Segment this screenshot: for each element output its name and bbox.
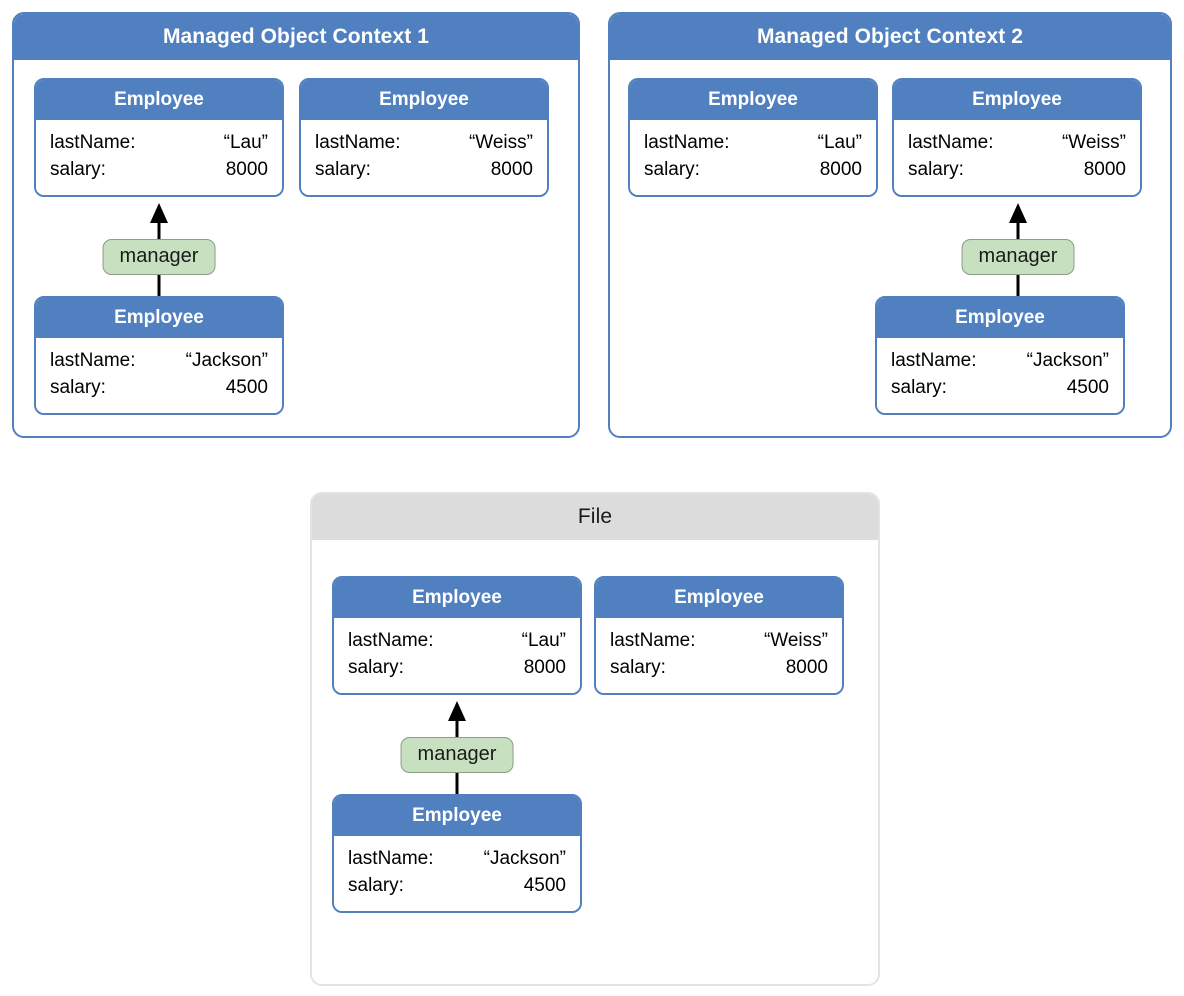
entity-card-title: Employee <box>36 80 282 120</box>
entity-card-body: lastName: “Jackson” salary: 4500 <box>334 836 580 911</box>
field-value-lastname: “Jackson” <box>1026 350 1109 371</box>
field-value-lastname: “Lau” <box>817 132 862 153</box>
field-row-lastname: lastName: “Weiss” <box>908 129 1126 156</box>
field-value-lastname: “Weiss” <box>468 132 533 153</box>
arrow-head-icon <box>448 701 466 721</box>
field-label-salary: salary: <box>610 657 666 678</box>
entity-card-title: Employee <box>36 298 282 338</box>
field-row-salary: salary: 8000 <box>644 156 862 183</box>
field-value-salary: 8000 <box>819 159 862 180</box>
entity-card-title: Employee <box>334 578 580 618</box>
entity-card-body: lastName: “Weiss” salary: 8000 <box>894 120 1140 195</box>
entity-card-body: lastName: “Weiss” salary: 8000 <box>301 120 547 195</box>
field-value-lastname: “Jackson” <box>483 848 566 869</box>
field-value-salary: 8000 <box>1083 159 1126 180</box>
entity-card-body: lastName: “Lau” salary: 8000 <box>36 120 282 195</box>
field-label-salary: salary: <box>348 875 404 896</box>
field-row-salary: salary: 8000 <box>908 156 1126 183</box>
panel-body: Employee lastName: “Lau” salary: 8000 Em… <box>312 540 878 984</box>
field-row-lastname: lastName: “Lau” <box>644 129 862 156</box>
field-value-lastname: “Jackson” <box>185 350 268 371</box>
field-value-salary: 8000 <box>490 159 533 180</box>
relationship-manager: manager <box>102 203 216 310</box>
relationship-manager: manager <box>961 203 1075 310</box>
panel-file: File Employee lastName: “Lau” salary: 80… <box>310 492 880 986</box>
field-row-salary: salary: 8000 <box>50 156 268 183</box>
arrow-head-icon <box>150 203 168 223</box>
entity-card-employee-jackson[interactable]: Employee lastName: “Jackson” salary: 450… <box>332 794 582 913</box>
entity-card-title: Employee <box>301 80 547 120</box>
entity-card-employee-jackson[interactable]: Employee lastName: “Jackson” salary: 450… <box>34 296 284 415</box>
field-label-lastname: lastName: <box>50 132 136 153</box>
entity-card-employee-weiss[interactable]: Employee lastName: “Weiss” salary: 8000 <box>594 576 844 695</box>
panel-title: Managed Object Context 1 <box>14 14 578 60</box>
panel-title: File <box>312 494 878 540</box>
field-value-salary: 4500 <box>1066 377 1109 398</box>
field-row-salary: salary: 4500 <box>50 374 268 401</box>
field-label-lastname: lastName: <box>315 132 401 153</box>
panel-title: Managed Object Context 2 <box>610 14 1170 60</box>
field-label-salary: salary: <box>50 159 106 180</box>
relationship-manager: manager <box>400 701 514 808</box>
field-row-salary: salary: 4500 <box>891 374 1109 401</box>
field-value-lastname: “Lau” <box>223 132 268 153</box>
field-value-salary: 8000 <box>225 159 268 180</box>
field-row-salary: salary: 8000 <box>315 156 533 183</box>
entity-card-employee-lau[interactable]: Employee lastName: “Lau” salary: 8000 <box>332 576 582 695</box>
entity-card-employee-weiss[interactable]: Employee lastName: “Weiss” salary: 8000 <box>299 78 549 197</box>
entity-card-title: Employee <box>596 578 842 618</box>
entity-card-body: lastName: “Weiss” salary: 8000 <box>596 618 842 693</box>
entity-card-title: Employee <box>630 80 876 120</box>
field-row-salary: salary: 8000 <box>610 654 828 681</box>
field-value-lastname: “Lau” <box>521 630 566 651</box>
field-label-salary: salary: <box>891 377 947 398</box>
entity-card-employee-lau[interactable]: Employee lastName: “Lau” salary: 8000 <box>34 78 284 197</box>
field-row-lastname: lastName: “Lau” <box>348 627 566 654</box>
field-row-lastname: lastName: “Weiss” <box>610 627 828 654</box>
field-label-salary: salary: <box>348 657 404 678</box>
field-label-salary: salary: <box>644 159 700 180</box>
field-row-salary: salary: 4500 <box>348 872 566 899</box>
panel-managed-object-context-1: Managed Object Context 1 Employee lastNa… <box>12 12 580 438</box>
entity-card-employee-jackson[interactable]: Employee lastName: “Jackson” salary: 450… <box>875 296 1125 415</box>
field-label-lastname: lastName: <box>610 630 696 651</box>
field-label-lastname: lastName: <box>50 350 136 371</box>
entity-card-body: lastName: “Lau” salary: 8000 <box>334 618 580 693</box>
panel-body: Employee lastName: “Lau” salary: 8000 Em… <box>14 60 578 436</box>
field-value-lastname: “Weiss” <box>1061 132 1126 153</box>
field-row-salary: salary: 8000 <box>348 654 566 681</box>
relationship-label[interactable]: manager <box>102 238 216 275</box>
field-label-lastname: lastName: <box>908 132 994 153</box>
entity-card-employee-weiss[interactable]: Employee lastName: “Weiss” salary: 8000 <box>892 78 1142 197</box>
field-value-lastname: “Weiss” <box>763 630 828 651</box>
field-value-salary: 8000 <box>785 657 828 678</box>
entity-card-title: Employee <box>334 796 580 836</box>
entity-card-title: Employee <box>894 80 1140 120</box>
field-row-lastname: lastName: “Lau” <box>50 129 268 156</box>
field-label-lastname: lastName: <box>891 350 977 371</box>
field-label-lastname: lastName: <box>348 630 434 651</box>
panel-managed-object-context-2: Managed Object Context 2 Employee lastNa… <box>608 12 1172 438</box>
entity-card-title: Employee <box>877 298 1123 338</box>
panel-body: Employee lastName: “Lau” salary: 8000 Em… <box>610 60 1170 436</box>
entity-card-body: lastName: “Jackson” salary: 4500 <box>36 338 282 413</box>
relationship-label[interactable]: manager <box>961 238 1075 275</box>
field-value-salary: 8000 <box>523 657 566 678</box>
field-label-lastname: lastName: <box>348 848 434 869</box>
field-row-lastname: lastName: “Jackson” <box>348 845 566 872</box>
relationship-label[interactable]: manager <box>400 736 514 773</box>
field-label-salary: salary: <box>908 159 964 180</box>
field-row-lastname: lastName: “Weiss” <box>315 129 533 156</box>
field-label-lastname: lastName: <box>644 132 730 153</box>
entity-card-body: lastName: “Jackson” salary: 4500 <box>877 338 1123 413</box>
field-value-salary: 4500 <box>523 875 566 896</box>
entity-card-body: lastName: “Lau” salary: 8000 <box>630 120 876 195</box>
field-value-salary: 4500 <box>225 377 268 398</box>
field-row-lastname: lastName: “Jackson” <box>50 347 268 374</box>
entity-card-employee-lau[interactable]: Employee lastName: “Lau” salary: 8000 <box>628 78 878 197</box>
field-row-lastname: lastName: “Jackson” <box>891 347 1109 374</box>
arrow-head-icon <box>1009 203 1027 223</box>
field-label-salary: salary: <box>50 377 106 398</box>
field-label-salary: salary: <box>315 159 371 180</box>
